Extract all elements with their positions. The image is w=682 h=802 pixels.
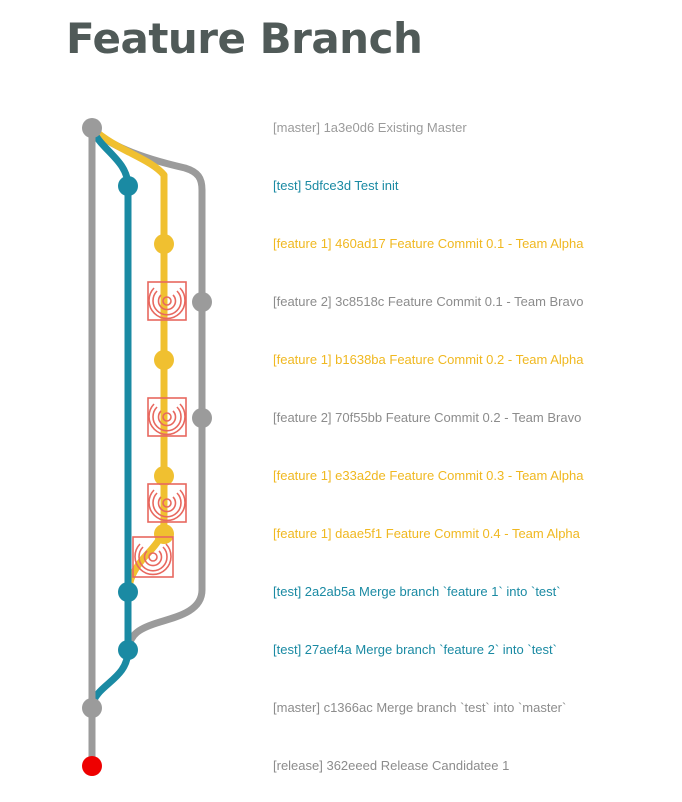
commit-label: [feature 1] 460ad17 Feature Commit 0.1 -… xyxy=(273,236,584,251)
commit-label: [master] c1366ac Merge branch `test` int… xyxy=(273,700,567,715)
target-marker-icon xyxy=(147,281,187,321)
commit-dot-feature-1-daae5f1[interactable] xyxy=(154,524,174,544)
commit-label: [release] 362eeed Release Candidatee 1 xyxy=(273,758,510,773)
commit-dot-release-362eeed[interactable] xyxy=(82,756,102,776)
commit-dot-test-27aef4a[interactable] xyxy=(118,640,138,660)
commit-label: [feature 2] 3c8518c Feature Commit 0.1 -… xyxy=(273,294,584,309)
commit-label: [test] 27aef4a Merge branch `feature 2` … xyxy=(273,642,557,657)
target-marker-icon xyxy=(132,536,174,578)
commit-label: [feature 1] b1638ba Feature Commit 0.2 -… xyxy=(273,352,584,367)
commit-dots xyxy=(82,118,212,776)
target-marker-icon xyxy=(147,483,187,523)
commit-dot-feature-2-3c8518c[interactable] xyxy=(192,292,212,312)
commit-label: [feature 1] e33a2de Feature Commit 0.3 -… xyxy=(273,468,584,483)
commit-dot-master-c1366ac[interactable] xyxy=(82,698,102,718)
test-branch-line xyxy=(88,124,132,710)
commit-label: [master] 1a3e0d6 Existing Master xyxy=(273,120,467,135)
commit-dot-test-2a2ab5a[interactable] xyxy=(118,582,138,602)
commit-label: [test] 2a2ab5a Merge branch `feature 1` … xyxy=(273,584,561,599)
commit-dot-test-5dfce3d[interactable] xyxy=(118,176,138,196)
commit-label: [feature 2] 70f55bb Feature Commit 0.2 -… xyxy=(273,410,582,425)
commit-label: [test] 5dfce3d Test init xyxy=(273,178,399,193)
commit-dot-feature-1-e33a2de[interactable] xyxy=(154,466,174,486)
target-marker-icon xyxy=(147,397,187,437)
commit-dot-feature-1-460ad17[interactable] xyxy=(154,234,174,254)
commit-dot-master-1a3e0d6[interactable] xyxy=(82,118,102,138)
target-markers xyxy=(132,281,187,578)
commit-dot-feature-2-70f55bb[interactable] xyxy=(192,408,212,428)
page-title: Feature Branch xyxy=(66,14,423,63)
commit-label: [feature 1] daae5f1 Feature Commit 0.4 -… xyxy=(273,526,580,541)
commit-dot-feature-1-b1638ba[interactable] xyxy=(154,350,174,370)
